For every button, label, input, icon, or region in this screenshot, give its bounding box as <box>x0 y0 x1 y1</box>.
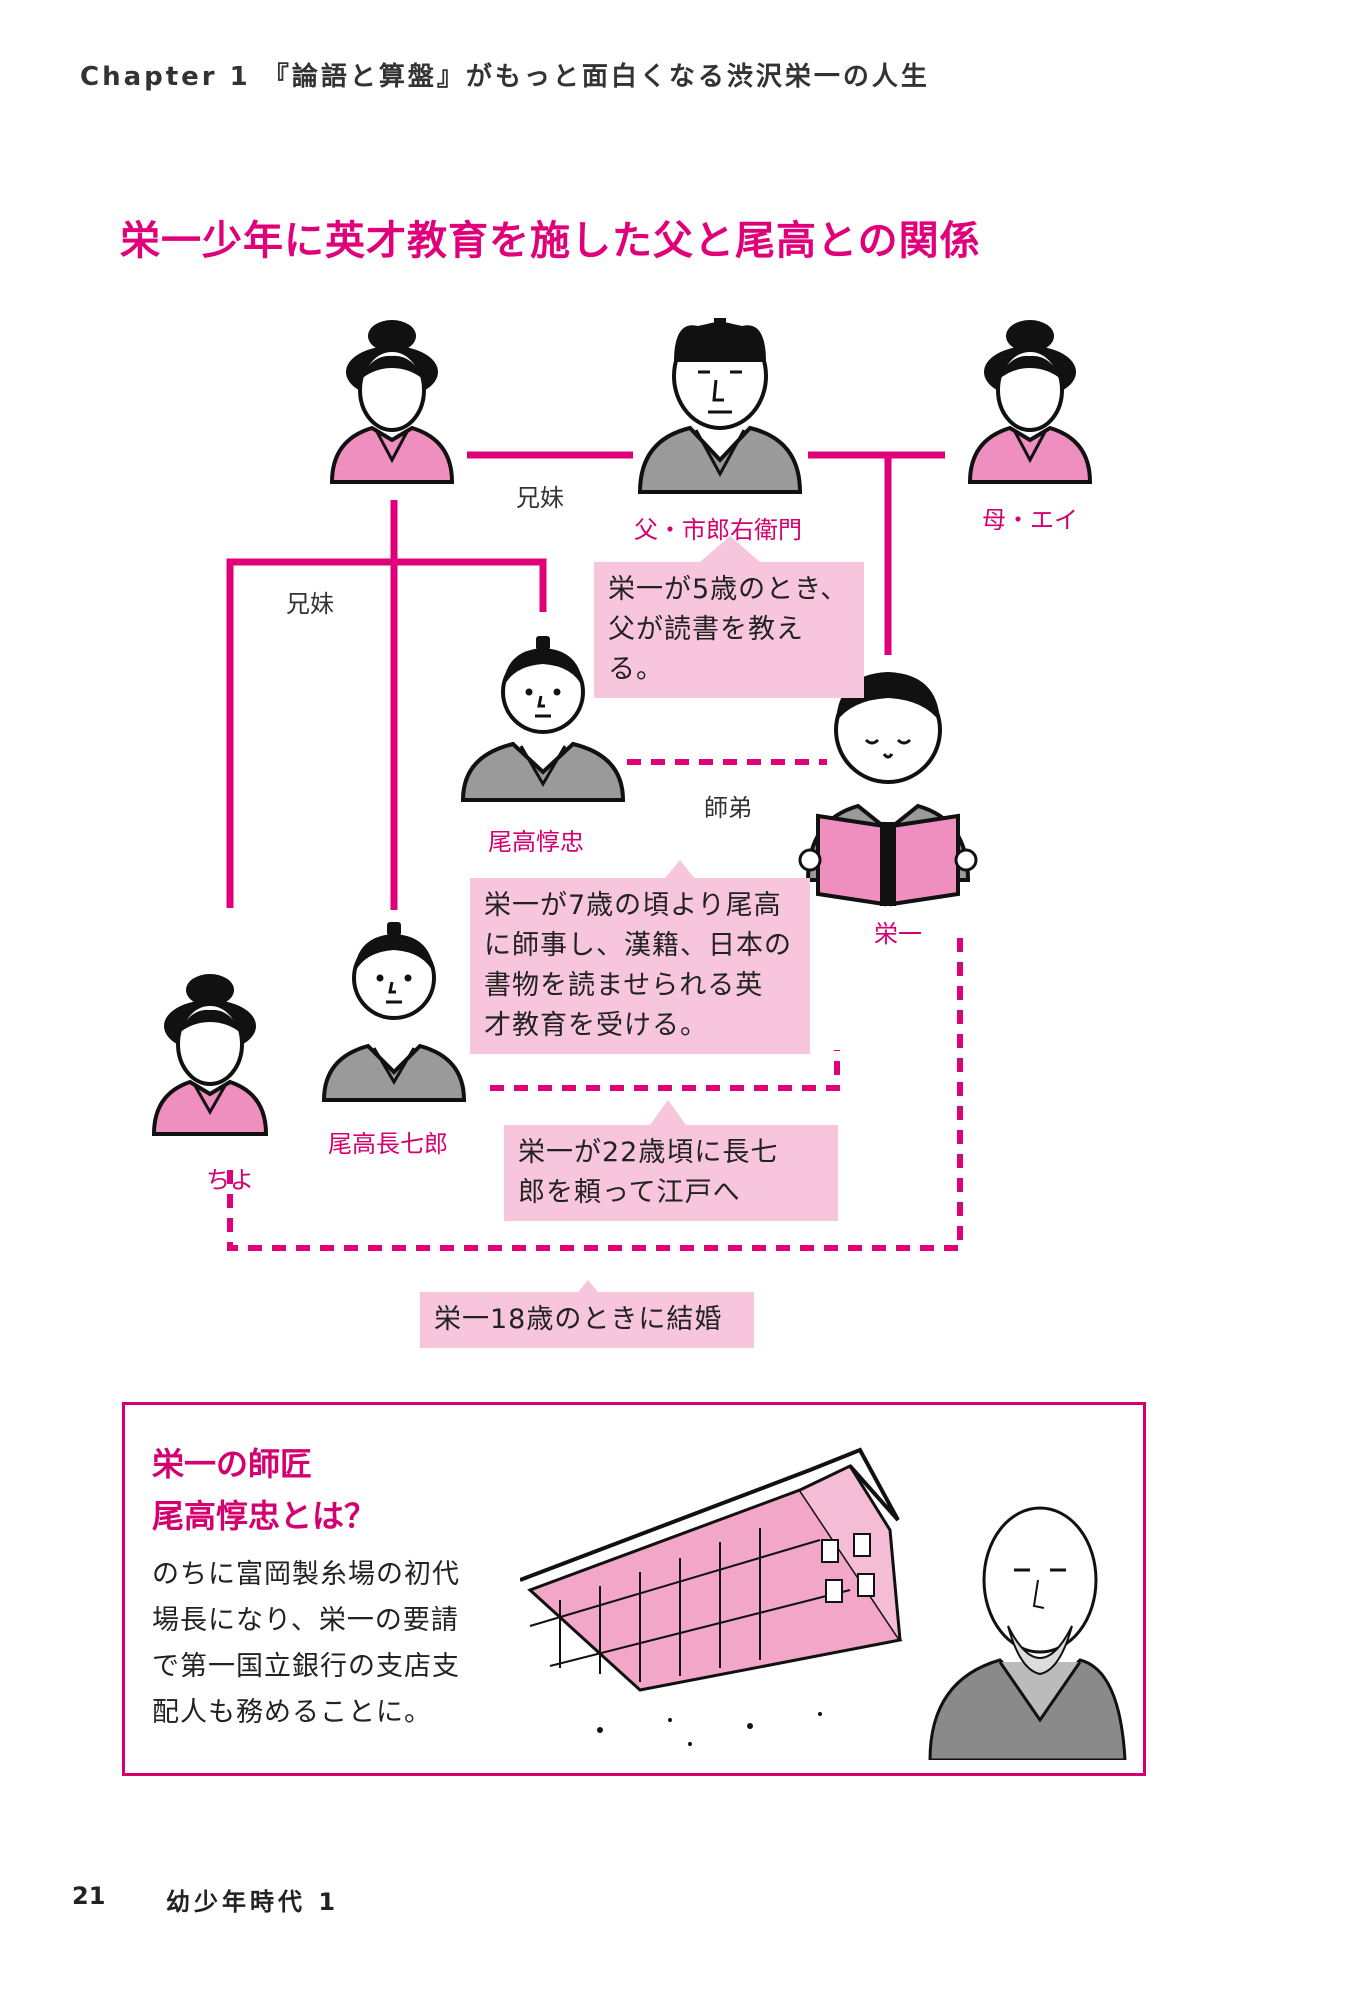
note-edo: 栄一が22歳頃に長七 郎を頼って江戸へ <box>504 1125 838 1221</box>
mentor-column-title: 栄一の師匠 尾高惇忠とは？ <box>152 1438 376 1542</box>
running-head: Chapter 1 『論語と算盤』がもっと面白くなる渋沢栄一の人生 <box>80 62 930 92</box>
note-line: 栄一が5歳のとき、 <box>608 574 849 605</box>
note-line: 栄一が22歳頃に長七 <box>518 1137 779 1168</box>
chiyo-name: ちよ <box>206 1166 254 1194</box>
silk-mill-and-portrait-illustration <box>520 1447 1127 1760</box>
column-body-line: で第一国立銀行の支店支 <box>152 1651 460 1682</box>
column-title-line: 尾高惇忠とは？ <box>152 1497 377 1535</box>
note-father-reading: 栄一が5歳のとき、 父が読書を教える。 <box>594 562 864 698</box>
silk-mill-icon <box>520 1447 903 1746</box>
junchu-name: 尾高惇忠 <box>488 828 584 856</box>
eiichi-figure-icon <box>798 672 978 907</box>
cousins-bracket-line <box>226 558 547 908</box>
sibling-label-left: 兄妹 <box>286 590 334 618</box>
mother-name: 母・エイ <box>982 506 1078 534</box>
note-line: 才教育を受ける。 <box>484 1010 708 1041</box>
father-figure-icon <box>637 318 803 494</box>
column-title-line: 栄一の師匠 <box>152 1445 313 1483</box>
section-name: 幼少年時代 1 <box>166 1888 340 1916</box>
note-line: 書物を読ませられる英 <box>484 970 764 1001</box>
chohichiro-figure-icon <box>321 920 467 1102</box>
column-body-line: のちに富岡製糸場の初代 <box>152 1559 460 1590</box>
chiyo-figure-icon <box>151 972 269 1136</box>
diagram-title: 栄一少年に英才教育を施した父と尾高との関係 <box>120 218 981 264</box>
note-line: 父が読書を教える。 <box>608 614 804 685</box>
mother-figure-icon <box>967 318 1093 484</box>
mentor-column-box <box>122 1402 1146 1776</box>
sibling-label-top: 兄妹 <box>516 484 564 512</box>
note-line: 栄一が7歳の頃より尾高 <box>484 890 782 921</box>
relationship-diagram <box>151 318 1093 1302</box>
junchu-portrait-icon <box>928 1506 1127 1760</box>
eiichi-name: 栄一 <box>874 920 922 948</box>
book-icon <box>816 813 960 907</box>
note-junchu-education: 栄一が7歳の頃より尾高 に師事し、漢籍、日本の 書物を読ませられる英 才教育を受… <box>470 878 810 1054</box>
note-line: に師事し、漢籍、日本の <box>484 930 792 961</box>
column-body-line: 場長になり、栄一の要請 <box>152 1605 459 1636</box>
mentor-column-body: のちに富岡製糸場の初代 場長になり、栄一の要請 で第一国立銀行の支店支 配人も務… <box>152 1552 460 1736</box>
marriage-dashed <box>227 930 963 1251</box>
father-name: 父・市郎右衛門 <box>634 516 802 544</box>
edo-dashed <box>490 1050 840 1091</box>
master-disciple-label: 師弟 <box>704 794 752 822</box>
page-number: 21 <box>72 1882 106 1910</box>
note-marriage: 栄一18歳のときに結婚 <box>420 1292 754 1348</box>
chohichiro-name: 尾高長七郎 <box>328 1130 448 1158</box>
aunt-figure-icon <box>329 318 455 484</box>
note-line: 郎を頼って江戸へ <box>518 1177 741 1208</box>
column-body-line: 配人も務めることに。 <box>152 1697 432 1728</box>
junchu-figure-icon <box>460 634 626 802</box>
